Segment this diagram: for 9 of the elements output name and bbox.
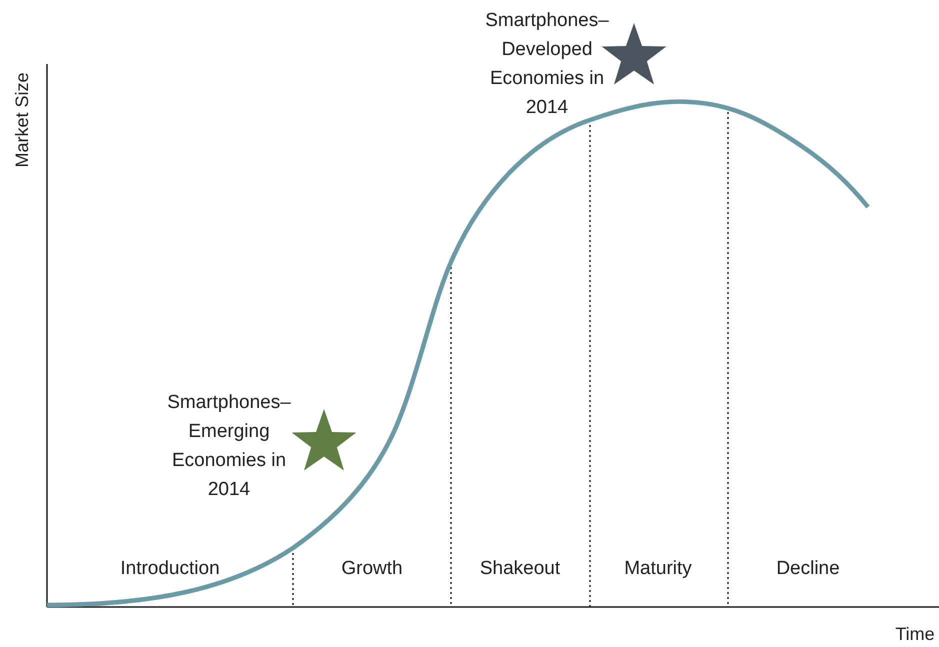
stage-label: Introduction (120, 557, 220, 581)
annotation-text: Smartphones– Emerging Economies in 2014 (166, 391, 292, 502)
stage-label: Growth (341, 557, 403, 581)
annotation-text: Smartphones– Developed Economies in 2014 (484, 9, 610, 120)
stage-label: Decline (776, 557, 840, 581)
axis-label: Time (895, 623, 935, 645)
stage-label: Maturity (624, 557, 692, 581)
stage-label: Shakeout (480, 557, 560, 581)
axis-label: Market Size (11, 72, 33, 168)
